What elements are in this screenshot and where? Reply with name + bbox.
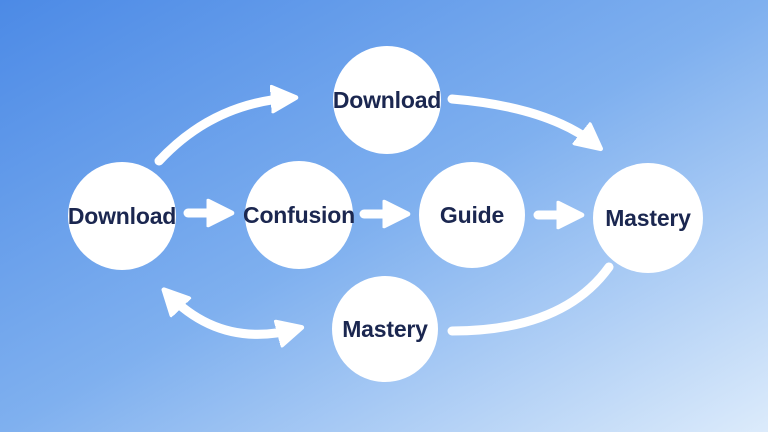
node-label: Confusion (243, 202, 355, 228)
node-circle (68, 162, 176, 270)
node-label: Download (333, 87, 441, 113)
node-confusion: Confusion (243, 161, 355, 269)
node-download-top: Download (333, 46, 441, 154)
node-circle (593, 163, 703, 273)
edge-mastery-right-to-mastery-bottom (447, 262, 614, 336)
edge-download-top-to-mastery-right (447, 94, 596, 145)
node-circle (419, 162, 525, 268)
node-mastery-right: Mastery (593, 163, 703, 273)
node-circle (333, 46, 441, 154)
node-guide: Guide (419, 162, 525, 268)
node-mastery-bottom: Mastery (332, 276, 438, 382)
node-circle (332, 276, 438, 382)
node-label: Mastery (342, 316, 428, 342)
node-label: Mastery (605, 205, 691, 231)
edge-mastery-bottom-to-download-left (168, 294, 296, 334)
node-label: Download (68, 203, 176, 229)
node-download-left: Download (68, 162, 176, 270)
node-label: Guide (440, 202, 504, 228)
edge-download-left-to-download-top (154, 98, 290, 166)
node-circle (245, 161, 353, 269)
